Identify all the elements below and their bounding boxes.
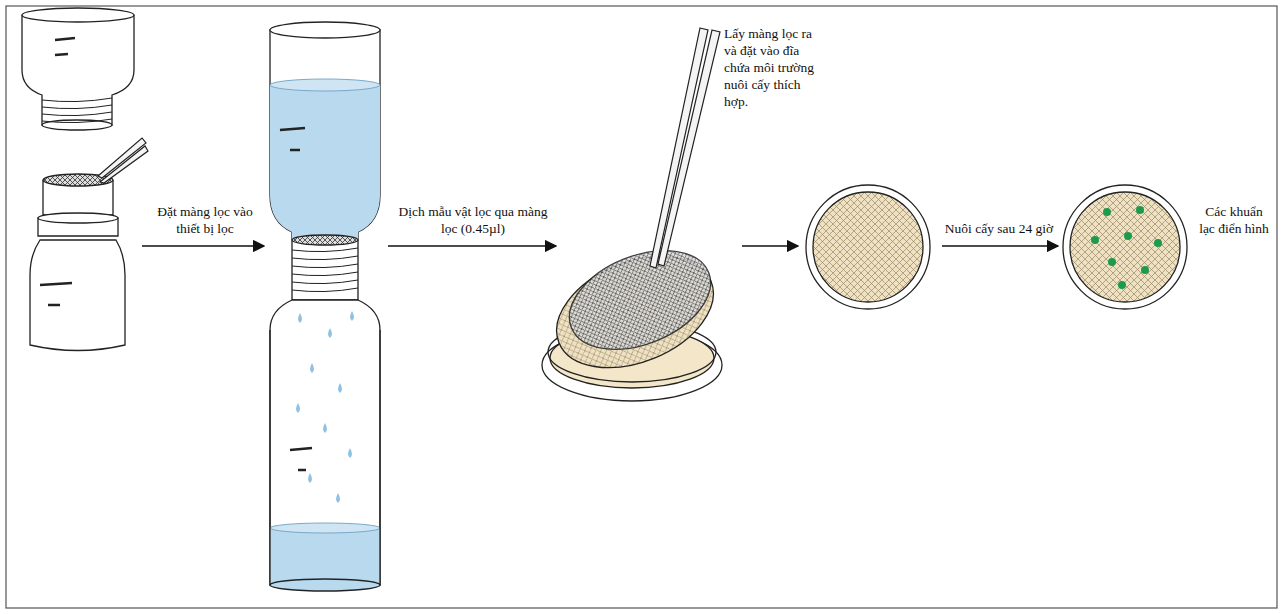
colonies — [1091, 206, 1162, 289]
culture-plate — [806, 185, 930, 309]
filter-device — [270, 22, 380, 591]
step-label: Lấy màng lọc ra và đặt vào đĩa chứa môi … — [724, 26, 816, 110]
tweezers — [650, 28, 720, 268]
step-arrow — [942, 245, 1058, 246]
step-arrow — [742, 245, 798, 246]
step-arrow — [142, 245, 264, 246]
funnel-top — [22, 8, 134, 130]
tweezers — [98, 138, 148, 183]
frame — [6, 6, 1277, 608]
culture-plate — [1063, 185, 1187, 309]
filter-base — [30, 174, 125, 351]
step-arrow — [388, 245, 556, 246]
step-label: Dịch mẫu vật lọc qua màng lọc (0.45µl) — [394, 204, 552, 238]
step-label: Đặt màng lọc vào thiết bị lọc — [146, 204, 264, 238]
step-label: Các khuẩn lạc điển hình — [1196, 204, 1272, 238]
petri-dish — [540, 231, 730, 401]
step-label: Nuôi cấy sau 24 giờ — [944, 221, 1054, 238]
